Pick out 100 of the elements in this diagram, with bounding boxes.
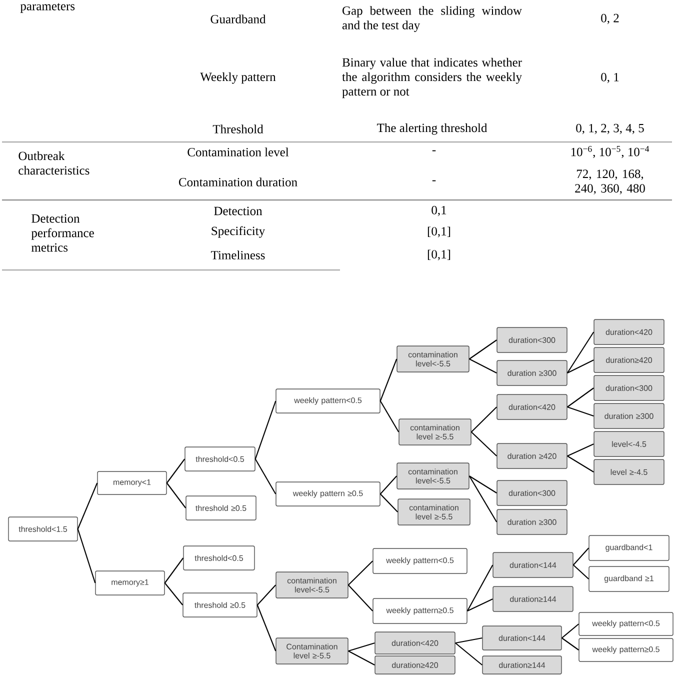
table-cell: Detection performance metrics <box>31 214 94 252</box>
leaf-box: duration ≥300 <box>594 403 664 429</box>
leaf-box: threshold ≥0.5 <box>186 496 256 520</box>
split-box: duration ≥300 <box>496 360 568 386</box>
split-box: duration<420 <box>374 632 456 654</box>
table-cell: Guardband <box>210 14 266 24</box>
leaf-box: duration ≥300 <box>496 509 568 535</box>
tree-branch <box>572 564 590 580</box>
tree-branch <box>380 476 398 494</box>
tree-branch <box>380 494 398 512</box>
tree-branch <box>466 564 494 612</box>
tree-branch <box>77 482 98 530</box>
tree-branch <box>470 432 498 456</box>
tree-branch <box>348 642 375 652</box>
tree-branch <box>455 642 482 666</box>
split-box: duration<144 <box>492 552 574 578</box>
tree-branch <box>566 332 594 374</box>
table-cell: Specificity <box>212 226 266 238</box>
tree-branch <box>562 624 579 638</box>
tree-branch <box>572 548 590 566</box>
leaf-box: weekly pattern<0.5 <box>578 612 674 636</box>
split-box: threshold<0.5 <box>184 446 256 472</box>
tree-branch <box>567 388 594 408</box>
split-box: memory<1 <box>97 471 167 495</box>
tree-branch <box>469 358 497 374</box>
split-box: duration ≥420 <box>496 443 568 469</box>
leaf-box: duration≥420 <box>374 656 456 674</box>
split-box: duration<420 <box>496 394 568 420</box>
table-cell: 0,1 <box>432 206 446 216</box>
table-cell: 0, 1, 2, 3, 4, 5 <box>576 124 644 134</box>
tree-branch <box>254 400 276 460</box>
tree-branch <box>567 406 594 417</box>
tree-branch <box>562 638 579 650</box>
decision-box: threshold<1.5 <box>8 516 78 542</box>
table-cell: - <box>432 150 436 152</box>
tree-branch <box>254 458 276 494</box>
table-cell: Weekly pattern <box>200 72 276 84</box>
split-box: weekly pattern ≥0.5 <box>276 482 380 506</box>
tree-branch <box>468 476 498 522</box>
tree-branch <box>470 406 498 432</box>
tree-branch <box>164 558 184 584</box>
leaf-box: level ≥-4.5 <box>594 459 664 485</box>
table-cell: - <box>432 180 436 182</box>
split-box: memory≥1 <box>95 570 165 596</box>
leaf-box: duration≥420 <box>594 347 664 373</box>
tree-branch <box>469 476 497 494</box>
table-cell: Threshold <box>212 124 264 134</box>
table-cell: [0,1] <box>428 250 450 260</box>
table-cell: The alerting threshold <box>377 123 488 135</box>
tree-branch <box>348 584 374 612</box>
split-box: duration<144 <box>482 626 562 650</box>
table-cell: 10$^{−6}$, 10$^{−5}$, 10$^{−4}$ <box>571 146 650 158</box>
tree-branch <box>567 444 594 456</box>
split-box: contamination level<-5.5 <box>396 462 470 490</box>
table-cell: Timeliness <box>211 250 265 260</box>
table-cell: Detection <box>214 206 262 216</box>
table-cell: parameters <box>20 3 75 13</box>
tree-branch <box>469 340 497 360</box>
split-box: weekly pattern<0.5 <box>276 388 380 414</box>
leaf-box: duration≥144 <box>482 656 562 674</box>
leaf-box: guardband<1 <box>588 535 670 561</box>
table-cell: 0, 2 <box>601 14 619 24</box>
leaf-box: level<-4.5 <box>594 431 664 457</box>
split-box: threshold ≥0.5 <box>182 592 258 618</box>
leaf-box: weekly pattern<0.5 <box>372 548 468 574</box>
split-box: weekly pattern≥0.5 <box>372 598 468 624</box>
tree-branch <box>256 584 276 606</box>
tree-branch <box>348 650 375 666</box>
tree-branch <box>166 458 186 484</box>
table-cell: Contamination level <box>188 148 289 156</box>
leaf-box: duration<300 <box>594 375 664 401</box>
table-cell: [0,1] <box>428 226 450 238</box>
leaf-box: duration<300 <box>496 480 568 506</box>
tree-branch <box>77 528 96 584</box>
tree-branch <box>567 456 594 472</box>
leaf-box: guardband ≥1 <box>588 566 670 592</box>
tree-branch <box>567 360 594 374</box>
leaf-box: weekly pattern≥0.5 <box>578 638 674 662</box>
split-box: contamination level ≥-5.5 <box>398 418 472 446</box>
tree-branch <box>380 400 400 432</box>
leaf-box: duration<420 <box>594 319 664 345</box>
leaf-box: duration<300 <box>496 327 568 353</box>
table-cell: Contamination duration <box>178 178 298 186</box>
tree-branch <box>164 582 184 606</box>
leaf-box: contamination level ≥-5.5 <box>398 498 470 526</box>
split-box: Contamination level ≥-5.5 <box>276 638 348 664</box>
table-cell: 0, 1 <box>601 72 619 84</box>
leaf-box: duration≥144 <box>492 586 574 612</box>
split-box: contamination level<-5.5 <box>276 572 348 598</box>
tree-branch <box>455 637 482 644</box>
table-cell: Outbreak characteristics <box>18 151 90 175</box>
tree-branch <box>380 358 398 402</box>
tree-branch <box>467 598 493 612</box>
leaf-box: threshold<0.5 <box>183 546 255 570</box>
tree-branch <box>348 560 374 586</box>
table-cell: 72, 120, 168, 240, 360, 480 <box>575 170 645 194</box>
split-box: contamination level<-5.5 <box>396 346 470 372</box>
tree-branch <box>166 482 186 508</box>
table-cell: Binary value that indicates whether the algorithm considers the weekly pattern or not <box>342 58 522 98</box>
tree-branch <box>256 604 276 652</box>
